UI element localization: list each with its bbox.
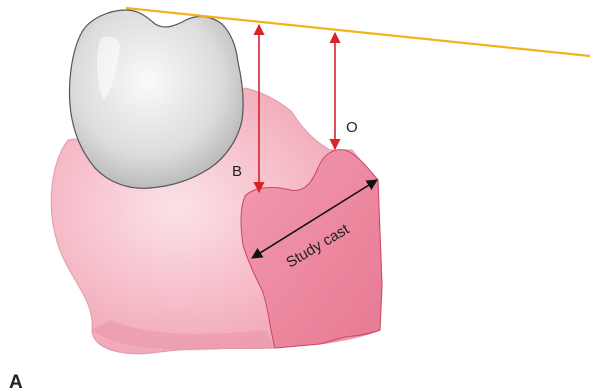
- label-b: B: [232, 163, 242, 180]
- label-o: O: [346, 119, 358, 136]
- panel-label: A: [9, 372, 23, 390]
- tooth-crown: [70, 10, 244, 188]
